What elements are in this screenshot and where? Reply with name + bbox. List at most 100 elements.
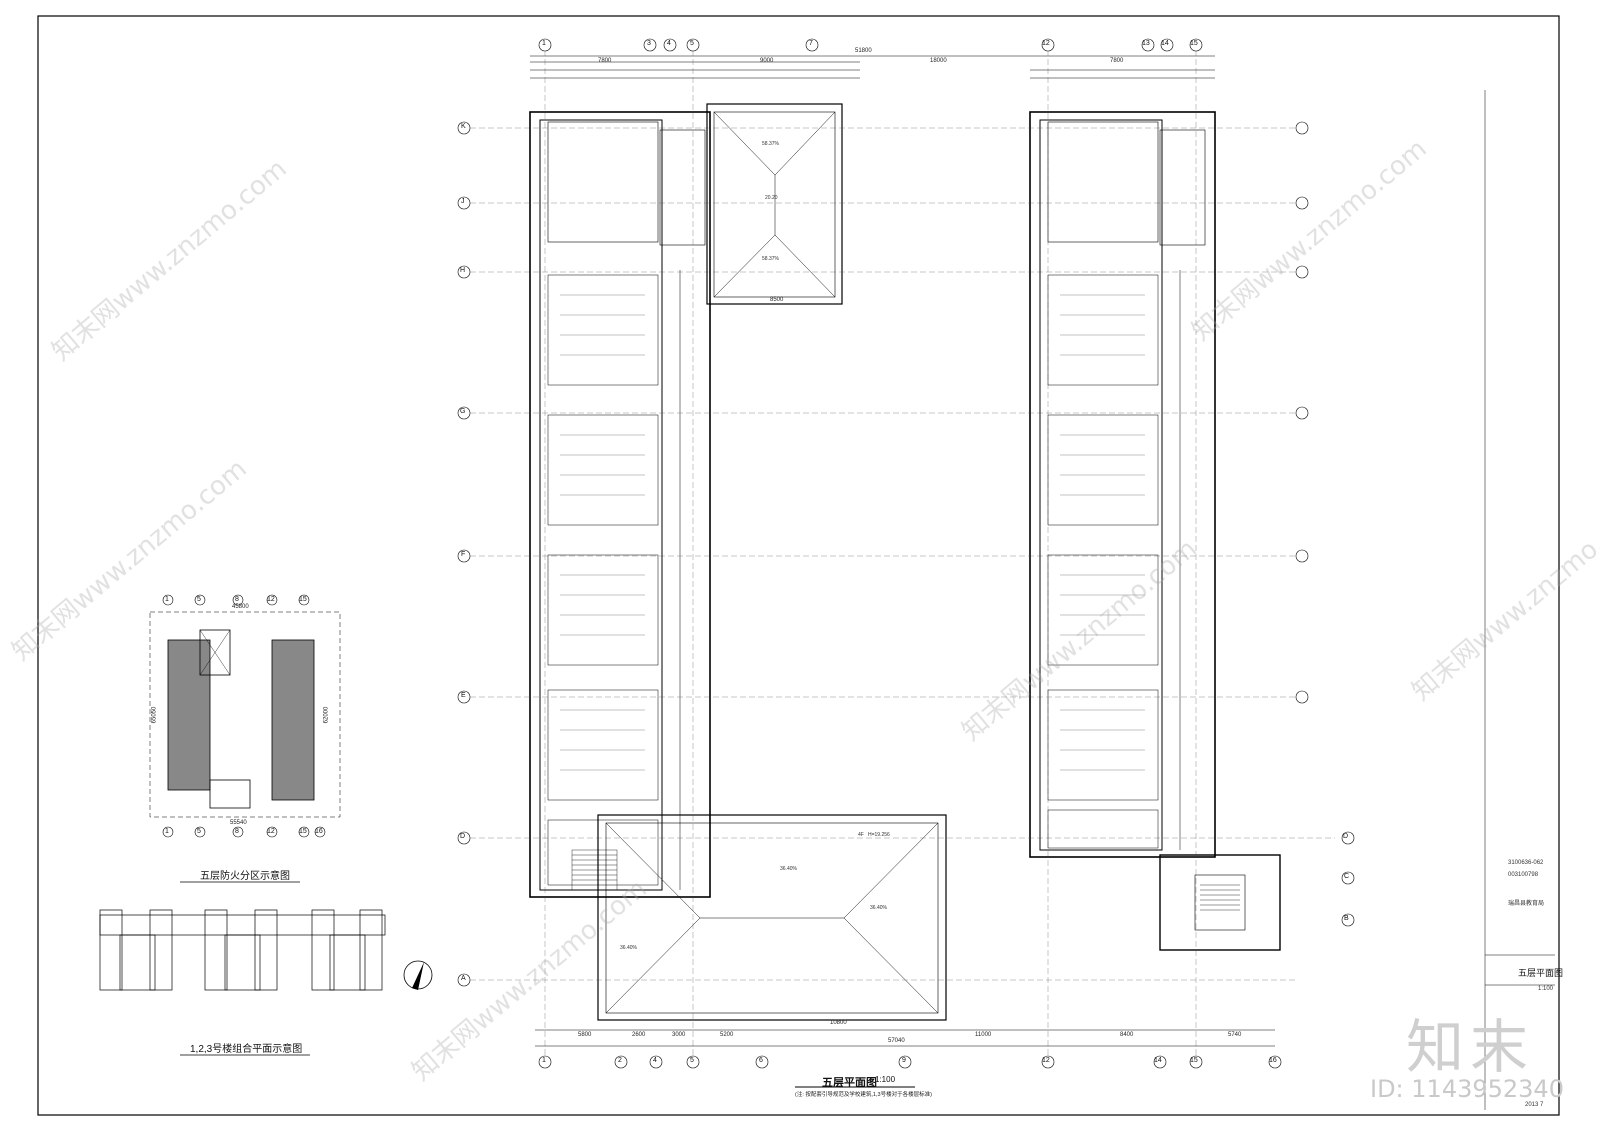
axis-label-left: F [461,551,466,558]
axis-label-bottom: 1 [542,1057,546,1064]
dimension: 7800 [598,58,612,64]
dimension: 18000 [930,58,947,64]
roof-elevation: 20.20 [765,195,778,201]
axis-label-top: 7 [809,40,813,47]
fire-zone-axis-label: 16 [315,828,323,835]
dimension: 3000 [672,1032,686,1038]
axis-label-bottom: 12 [1042,1057,1050,1064]
left-roof-block [706,103,843,305]
axis-label-top: 1 [542,40,546,47]
axis-label-bottom: 15 [1190,1057,1198,1064]
fire-zone-axis-label: 12 [267,596,275,603]
axis-label-top: 13 [1142,40,1150,47]
title-block-frame [1484,90,1555,1110]
roof-slope: 58.37% [762,141,779,147]
roof-slope: 36.40% [620,945,637,951]
dimension: 9000 [760,58,774,64]
axis-label-top: 3 [647,40,651,47]
combined-plan [99,909,386,991]
fire-zone-axis-label: 12 [267,828,275,835]
title-block-scale: 1:100 [1538,986,1554,992]
axis-label-bottom: 14 [1154,1057,1162,1064]
watermark-logo: 知末 [1406,1013,1535,1081]
fire-zone-title: 五层防火分区示意图 [200,871,290,882]
axis-bubbles [457,38,1355,1069]
dimension: 5800 [578,1032,592,1038]
axis-label-top: 12 [1042,40,1050,47]
axis-label-left: G [460,408,466,415]
right-wing [1029,111,1281,951]
dimension: 7800 [1110,58,1124,64]
dimension: 8400 [1120,1032,1134,1038]
axis-label-top: 14 [1161,40,1169,47]
dimension: 2600 [632,1032,646,1038]
north-arrow [403,960,433,990]
axis-label-left: D [460,833,466,840]
bottom-dimension-lines [535,1029,1275,1047]
title-block-sheet-name: 五层平面图 [1518,968,1564,978]
title-underlines [180,881,915,1088]
left-wing [529,111,711,898]
axis-gridlines [470,50,1335,1055]
top-dimension-lines [530,55,1215,79]
axis-label-top: 4 [667,40,671,47]
fire-zone-dimension: 45800 [232,604,249,610]
floor-label: 4F [858,832,864,838]
fire-zone-dimension: 65050 [151,706,158,724]
axis-label-top: 5 [690,40,694,47]
axis-label-right: B [1344,915,1349,922]
fire-zone-axis-label: 8 [235,828,239,835]
axis-label-right: C [1344,873,1350,880]
axis-label-left: J [461,198,465,205]
title-block-client: 瑞昌县教育局 [1508,901,1545,907]
stairs [571,849,1240,911]
desk-hatching [560,294,1145,771]
page-title: 五层平面图 [822,1077,877,1089]
axis-label-left: A [461,975,466,982]
combined-plan-title: 1,2,3号楼组合平面示意图 [190,1044,303,1055]
bottom-roof-block [597,814,947,1021]
title-block-number: 003100798 [1508,872,1539,878]
title-block-date: 2013 7 [1525,1102,1544,1108]
drawing-scale: 1:100 [875,1075,896,1084]
fire-zone-axis-bubbles [162,594,326,838]
axis-label-left: H [460,267,466,274]
dimension: 11000 [975,1032,992,1038]
sheet-border [37,15,1560,1116]
fire-zone-axis-label: 5 [197,596,201,603]
axis-label-top: 15 [1190,40,1198,47]
watermark-id: ID: 1143952340 [1370,1075,1564,1103]
fire-zone-axis-label: 5 [197,828,201,835]
fire-zone-plan [149,611,341,818]
overall-dimension: 51800 [855,48,872,54]
fire-zone-axis-label: 8 [235,596,239,603]
fire-zone-axis-label: 15 [299,828,307,835]
dimension: 8500 [770,297,784,303]
fire-zone-dimension: 62000 [323,706,330,724]
axis-label-bottom: 6 [759,1057,763,1064]
roof-slope: 58.37% [762,256,779,262]
axis-label-bottom: 2 [618,1057,622,1064]
overall-dimension: 57040 [888,1038,905,1044]
roof-slope: 36.40% [780,866,797,872]
dimension: 5200 [720,1032,734,1038]
fire-zone-axis-label: 1 [165,828,169,835]
axis-label-bottom: 5 [690,1057,694,1064]
title-block-code: 3100636-062 [1508,860,1544,866]
fire-zone-axis-label: 1 [165,596,169,603]
axis-label-bottom: 9 [902,1057,906,1064]
drawing-note: (注: 按配套引导规范及学校建筑,1,3号楼对于各楼层标准) [795,1092,932,1098]
fire-zone-dimension: 55540 [230,820,247,826]
axis-label-right: D [1343,833,1349,840]
roof-elevation: H=19.256 [868,832,890,838]
axis-label-bottom: 16 [1269,1057,1277,1064]
axis-label-left: E [461,692,466,699]
axis-label-left: K [461,123,466,130]
dimension: 10800 [830,1020,847,1026]
left-wing-classrooms [547,274,659,886]
roof-slope: 36.40% [870,905,887,911]
axis-label-bottom: 4 [653,1057,657,1064]
fire-zone-axis-label: 15 [299,596,307,603]
